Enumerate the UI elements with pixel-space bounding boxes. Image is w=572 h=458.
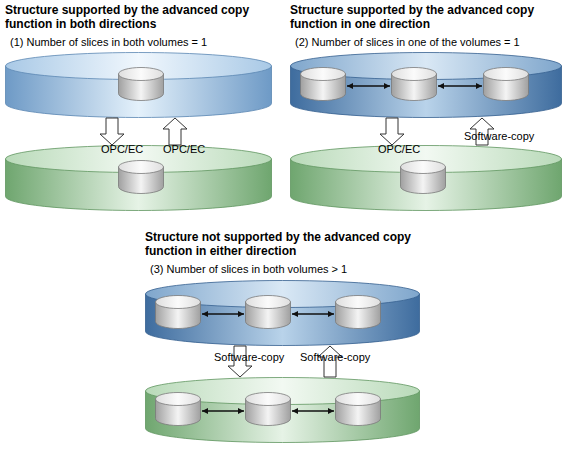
volume-disk — [5, 52, 272, 118]
cylinder-shape — [335, 295, 381, 329]
cylinder-shape — [300, 67, 346, 101]
cylinder-top — [392, 68, 437, 81]
panel-subheading: (3) Number of slices in both volumes > 1 — [150, 263, 420, 276]
cylinder-shape — [118, 67, 164, 101]
panel-heading: Structure not supported by the advanced … — [145, 230, 423, 258]
arrow-label: OPC/EC — [163, 143, 205, 156]
arrow-label: OPC/EC — [378, 143, 420, 156]
cylinder-shape — [391, 67, 437, 101]
cylinder-top — [246, 296, 291, 309]
cylinder-top — [146, 281, 420, 308]
copy-arrow — [100, 118, 124, 145]
cylinder-side — [146, 391, 420, 443]
arrow-label: OPC/EC — [101, 143, 143, 156]
cylinder-shape — [118, 160, 164, 194]
cylinder-top — [336, 393, 381, 406]
slice-cylinder — [245, 295, 291, 329]
cylinder-top — [291, 53, 562, 80]
slice-cylinder — [483, 67, 529, 101]
panel-subheading: (2) Number of slices in one of the volum… — [295, 36, 562, 49]
cylinder-top — [301, 68, 346, 81]
cylinder-top — [246, 393, 291, 406]
cylinder-shape — [245, 295, 291, 329]
slice-cylinder — [118, 160, 164, 194]
copy-arrow — [380, 118, 404, 145]
cylinder-shape — [335, 392, 381, 426]
slice-cylinder — [155, 392, 201, 426]
slice-cylinder — [400, 160, 446, 194]
slice-cylinder — [300, 67, 346, 101]
arrow-label: Software-copy — [214, 351, 284, 364]
cylinder-top — [484, 68, 529, 81]
cylinder-top — [119, 161, 164, 174]
slice-cylinder — [391, 67, 437, 101]
cylinder-shape — [155, 295, 201, 329]
cylinder-top — [146, 378, 420, 405]
volume-disk — [290, 52, 562, 118]
cylinder-top — [336, 296, 381, 309]
cylinder-shape — [155, 392, 201, 426]
volume-disk — [290, 145, 562, 211]
cylinder-side — [291, 66, 562, 118]
slice-cylinder — [118, 67, 164, 101]
cylinder-top — [156, 393, 201, 406]
arrow-label: Software-copy — [464, 130, 534, 143]
cylinder-top — [401, 161, 446, 174]
panel-heading: Structure supported by the advanced copy… — [5, 3, 257, 31]
slice-cylinder — [335, 295, 381, 329]
volume-disk — [145, 377, 420, 443]
volume-disk — [145, 280, 420, 346]
cylinder-top — [119, 68, 164, 81]
panel-heading: Structure supported by the advanced copy… — [290, 3, 542, 31]
cylinder-side — [146, 294, 420, 346]
cylinder-top — [291, 146, 562, 173]
slice-cylinder — [335, 392, 381, 426]
cylinder-shape — [245, 392, 291, 426]
cylinder-shape — [400, 160, 446, 194]
cylinder-shape — [483, 67, 529, 101]
arrow-label: Software-copy — [300, 351, 370, 364]
copy-arrow — [163, 118, 187, 145]
panel-subheading: (1) Number of slices in both volumes = 1 — [10, 36, 272, 49]
cylinder-top — [156, 296, 201, 309]
slice-cylinder — [155, 295, 201, 329]
slice-cylinder — [245, 392, 291, 426]
cylinder-top — [6, 53, 272, 80]
